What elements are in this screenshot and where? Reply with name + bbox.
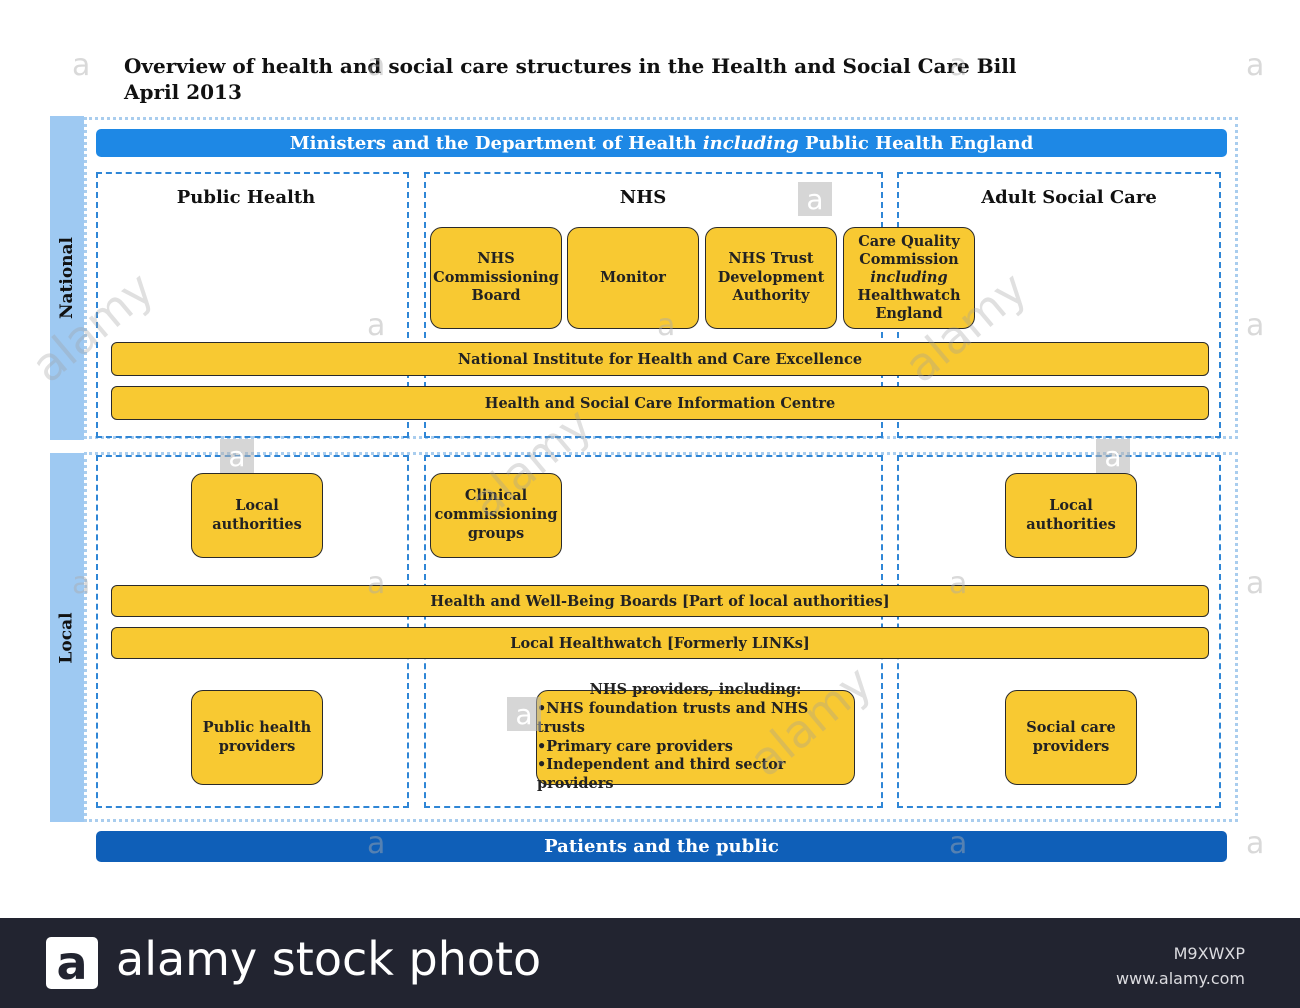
local-authorities-public-health-box: Local authorities xyxy=(191,473,323,558)
footer-logo: a xyxy=(46,936,98,990)
patients-public-banner: Patients and the public xyxy=(96,831,1227,862)
heading-adult-social-care: Adult Social Care xyxy=(981,187,1157,208)
nhs-providers-heading: NHS providers, including: xyxy=(589,680,802,698)
box-line: Board xyxy=(471,287,521,305)
box-line: authorities xyxy=(212,515,302,533)
ministers-banner: Ministers and the Department of Health i… xyxy=(96,129,1227,157)
stock-photo-footer xyxy=(0,918,1300,1008)
box-line: Commissioning xyxy=(433,268,559,286)
local-authorities-adult-social-care-box: Local authorities xyxy=(1005,473,1137,558)
watermark-letter: a xyxy=(1246,308,1265,343)
watermark-logo: a xyxy=(220,439,254,473)
heading-public-health: Public Health xyxy=(176,187,316,208)
watermark-letter: a xyxy=(657,308,676,343)
nhs-provider-item: •NHS foundation trusts and NHS trusts xyxy=(537,699,809,736)
watermark-letter: a xyxy=(949,826,968,861)
local-frame xyxy=(84,452,1238,822)
watermark-letter: a xyxy=(949,48,968,83)
watermark-letter: a xyxy=(367,566,386,601)
care-quality-commission-box: Care Quality Commission including Health… xyxy=(843,227,975,329)
box-line: Commission xyxy=(859,250,959,268)
box-line: Local xyxy=(1049,496,1093,514)
box-line: Authority xyxy=(732,287,810,305)
box-line: Care Quality xyxy=(858,232,960,250)
nice-bar: National Institute for Health and Care E… xyxy=(111,342,1209,376)
local-healthwatch-bar: Local Healthwatch [Formerly LINKs] xyxy=(111,627,1209,659)
nhs-trust-development-authority-box: NHS Trust Development Authority xyxy=(705,227,837,329)
watermark-letter: a xyxy=(1246,48,1265,83)
watermark-letter: a xyxy=(1246,566,1265,601)
nhs-providers-list: •NHS foundation trusts and NHS trusts •P… xyxy=(537,700,854,794)
watermark-logo: a xyxy=(507,697,541,731)
local-section-label: Local xyxy=(50,453,84,822)
information-centre-bar: Health and Social Care Information Centr… xyxy=(111,386,1209,420)
heading-nhs: NHS xyxy=(619,187,667,208)
watermark-letter: a xyxy=(72,48,91,83)
box-line: Social care xyxy=(1026,718,1116,736)
ministers-banner-suffix: Public Health England xyxy=(798,132,1034,154)
box-line: groups xyxy=(467,524,525,542)
nhs-providers-box: NHS providers, including: •NHS foundatio… xyxy=(536,681,855,792)
watermark-logo: a xyxy=(1096,439,1130,473)
watermark-letter: a xyxy=(949,566,968,601)
nhs-commissioning-board-box: NHS Commissioning Board xyxy=(430,227,562,329)
watermark-letter: a xyxy=(367,308,386,343)
watermark-letter: a xyxy=(72,566,91,601)
ministers-banner-prefix: Ministers and the Department of Health xyxy=(289,132,703,154)
nhs-provider-item: •Primary care providers xyxy=(537,737,733,755)
box-line: providers xyxy=(1032,737,1110,755)
box-line: Healthwatch xyxy=(857,287,961,305)
national-public-health-column xyxy=(96,172,409,438)
box-line: commissioning xyxy=(434,506,558,524)
local-label-text: Local xyxy=(57,611,77,664)
footer-brand-text: alamy stock photo xyxy=(116,932,542,986)
clinical-commissioning-groups-box: Clinical commissioning groups xyxy=(430,473,562,558)
box-line: NHS xyxy=(477,249,515,267)
nhs-provider-item: •Independent and third sector providers xyxy=(537,756,786,793)
monitor-box: Monitor xyxy=(567,227,699,329)
footer-image-code: M9XWXP xyxy=(1173,944,1245,963)
box-line: NHS Trust xyxy=(728,249,814,267)
box-line: Monitor xyxy=(600,268,666,286)
box-line: providers xyxy=(218,737,296,755)
watermark-letter: a xyxy=(1246,826,1265,861)
watermark-logo: a xyxy=(798,182,832,216)
national-section-label: National xyxy=(50,116,84,440)
watermark-letter: a xyxy=(367,826,386,861)
box-line: England xyxy=(875,305,943,323)
box-line-italic: including xyxy=(870,268,948,286)
box-line: Public health xyxy=(202,718,312,736)
health-wellbeing-boards-bar: Health and Well-Being Boards [Part of lo… xyxy=(111,585,1209,617)
box-line: Development xyxy=(717,268,825,286)
box-line: authorities xyxy=(1026,515,1116,533)
social-care-providers-box: Social care providers xyxy=(1005,690,1137,785)
watermark-letter: a xyxy=(367,48,386,83)
box-line: Clinical xyxy=(464,487,528,505)
ministers-banner-italic: including xyxy=(702,132,799,154)
public-health-providers-box: Public health providers xyxy=(191,690,323,785)
diagram-date: April 2013 xyxy=(124,80,242,104)
diagram-title: Overview of health and social care struc… xyxy=(124,54,1017,78)
footer-url: www.alamy.com xyxy=(1116,969,1245,988)
box-line: Local xyxy=(235,496,279,514)
